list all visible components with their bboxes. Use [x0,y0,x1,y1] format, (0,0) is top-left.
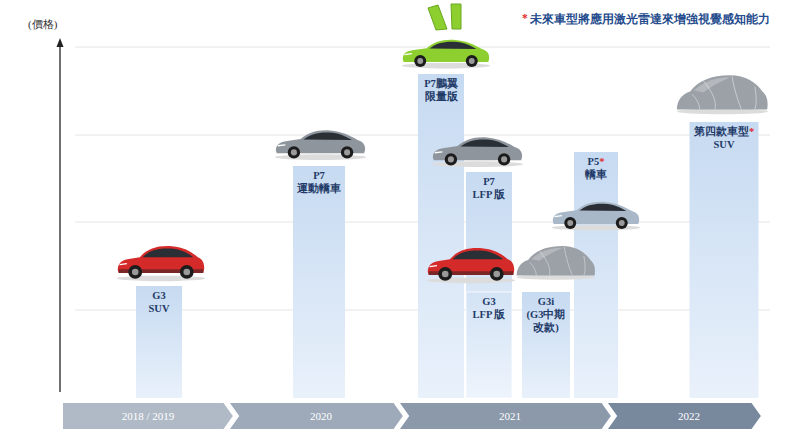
label-row: G3i [522,295,570,308]
g3-car [117,246,205,281]
model-label: LFP 版 [473,189,506,200]
timeline-chevron: 2020 [228,402,404,430]
model-label: 限量版 [425,91,458,102]
model-bar: P5*轎車 [574,152,618,398]
chevron-fill [62,402,234,430]
bar-fill [466,172,512,398]
bar-fill [690,122,759,398]
model-label: 轎車 [585,169,607,180]
label-row: P5* [574,155,618,168]
note-asterisk: * [522,12,528,24]
model-label: (G3中期改款) [526,308,566,334]
label-row: G3 [466,295,512,308]
model-label: P5 [588,156,600,167]
label-row: LFP 版 [466,188,512,201]
model-label: P7 [483,176,495,187]
model-label: SUV [713,139,734,150]
bar-fill [418,74,464,398]
timeline-chevron: 2018 / 2019 [62,402,234,430]
model-label: SUV [148,303,169,314]
model-bar: 第四款車型*SUV [690,122,759,398]
price-axis [59,45,60,392]
g3-lfp-car [427,248,515,283]
p7-lfp-car [432,137,523,167]
model-bar: G3LFP 版 [466,292,512,398]
chevron-fill [398,402,612,430]
model-label: G3 [482,296,495,307]
label-row: 運動轎車 [293,182,345,195]
year-label: 2021 [499,410,521,422]
label-row: 第四款車型* [690,125,759,138]
fourth-covered-car [677,75,768,114]
timeline-chevron: 2022 [606,402,762,430]
year-label: 2022 [678,410,700,422]
chevron-fill [606,402,762,430]
lidar-note: 未來車型將應用激光雷達來增強視覺感知能力 [530,12,770,27]
p7-wing-car [402,40,490,69]
model-bar: P7 運動轎車 [293,166,345,398]
p5-car [552,202,640,231]
p7-car [275,130,366,160]
year-label: 2020 [310,410,332,422]
bar-fill [136,286,182,398]
model-label: 第四款車型 [694,126,749,137]
label-row: 限量版 [418,90,464,103]
model-bar: G3i(G3中期改款) [522,292,570,398]
chevron-fill [228,402,404,430]
label-row: G3 [136,289,182,302]
bar-fill [293,166,345,398]
model-label: LFP 版 [473,309,506,320]
model-bar: P7鵬翼限量版 [418,74,464,398]
axis-label: (價格) [28,17,57,32]
label-row: LFP 版 [466,308,512,321]
label-row: SUV [136,302,182,315]
lidar-asterisk: * [599,156,604,167]
label-row: P7鵬翼 [418,77,464,90]
gullwing-door [451,4,461,29]
axis-arrowhead [57,38,64,47]
model-bar: G3SUV [136,286,182,398]
grid-line [75,47,770,48]
g3i-covered-car [517,246,596,280]
year-label: 2018 / 2019 [122,410,175,422]
model-label: P7鵬翼 [424,78,458,89]
label-row: SUV [690,138,759,151]
bar-fill [466,292,512,398]
timeline-chevron: 2021 [398,402,612,430]
model-label: P7 [313,170,325,181]
model-label: G3 [152,290,165,301]
label-row: P7 [293,169,345,182]
label-row: P7 [466,175,512,188]
label-row: 轎車 [574,168,618,181]
model-bar: P7LFP 版 [466,172,512,398]
model-label: 運動轎車 [297,183,341,194]
label-row: (G3中期改款) [522,308,570,334]
gullwing-door [428,5,447,30]
bar-fill [522,292,570,398]
model-label: G3i [538,296,554,307]
lidar-asterisk: * [749,126,754,137]
